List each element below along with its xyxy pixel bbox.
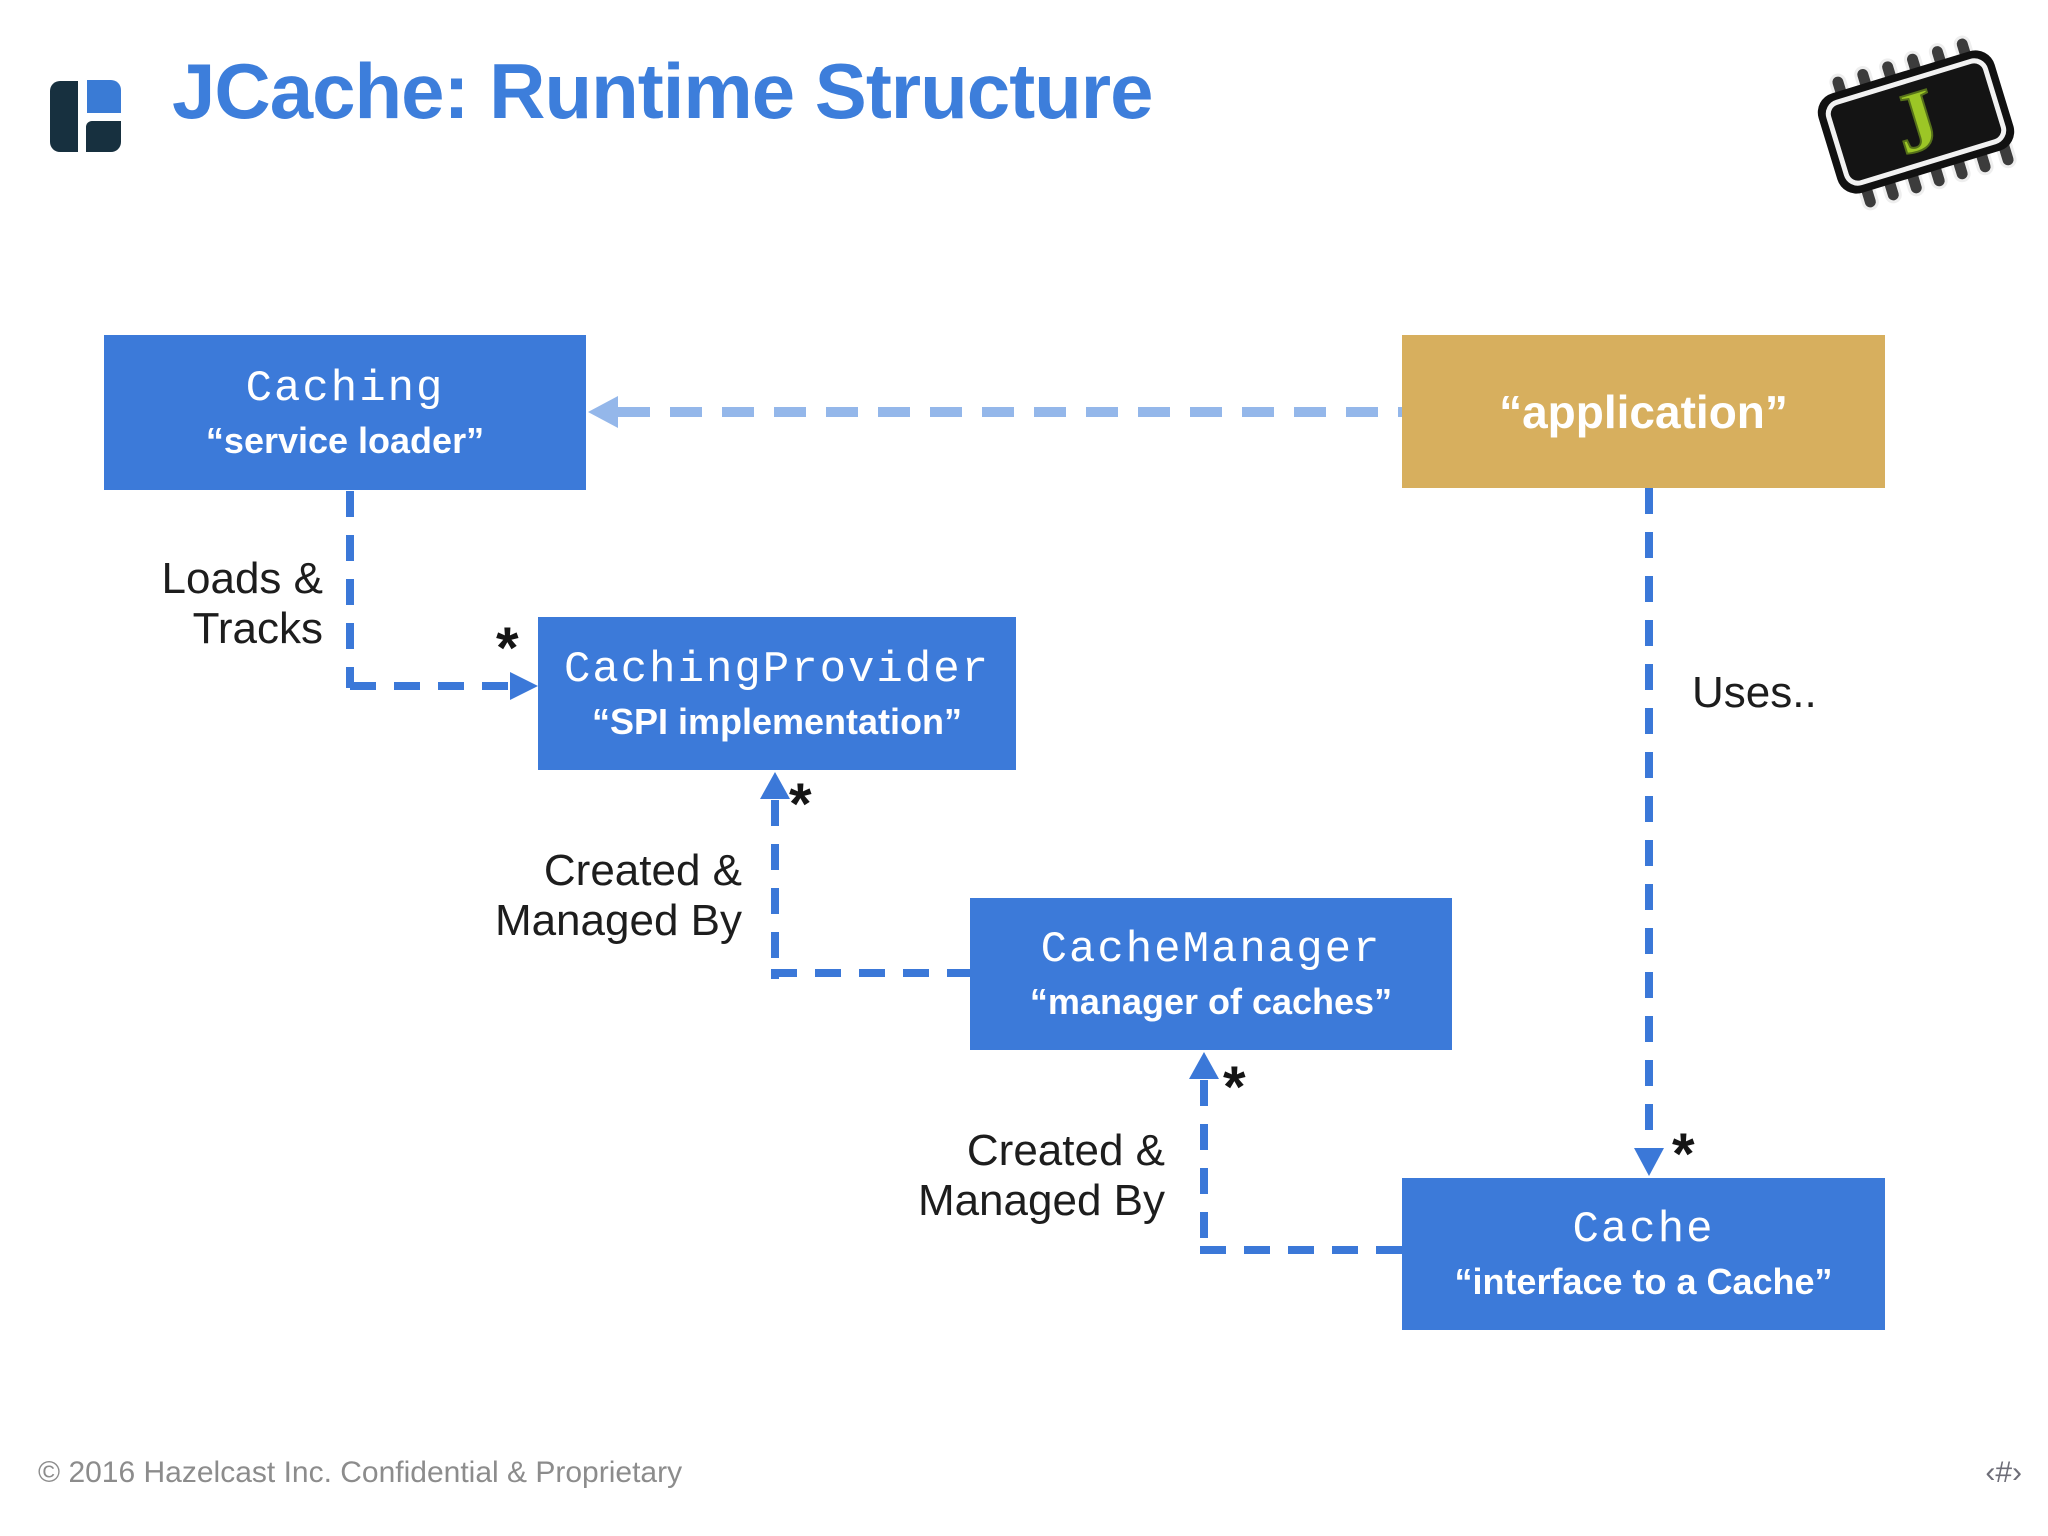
arrowhead-up-cache-to-manager (1189, 1052, 1219, 1079)
chip-body-ring (1825, 58, 2007, 186)
node-caching-title: Caching (245, 363, 445, 414)
multiplicity-star-cache-top: * (1672, 1122, 1695, 1187)
edge-label-created-managed-1-line2: Managed By (494, 896, 742, 945)
node-cache-title: Cache (1572, 1205, 1715, 1255)
edge-label-created-managed-1-line1: Created & (543, 846, 742, 895)
hazelcast-logo-icon (50, 80, 122, 153)
edge-caching-to-provider-v (346, 491, 354, 688)
edge-label-uses: Uses.. (1692, 668, 1817, 717)
footer-copyright: © 2016 Hazelcast Inc. Confidential & Pro… (38, 1456, 683, 1489)
arrowhead-right-caching-to-provider (510, 672, 538, 700)
node-application-title: “application” (1499, 385, 1788, 438)
node-cache-manager-subtitle: “manager of caches” (1029, 981, 1393, 1022)
node-cache: Cache “interface to a Cache” (1402, 1178, 1885, 1330)
edge-app-to-cache-v (1645, 488, 1653, 1146)
footer-page-number: ‹#› (1985, 1456, 2022, 1489)
node-cache-manager-title: CacheManager (1040, 925, 1382, 975)
edge-cache-to-manager-h (1200, 1246, 1402, 1254)
edge-manager-to-provider-v (771, 800, 779, 979)
arrowhead-down-app-to-cache (1634, 1148, 1664, 1176)
node-caching-provider-subtitle: “SPI implementation” (591, 700, 963, 742)
edge-label-created-managed-2: Created & Managed By (835, 1126, 1165, 1226)
node-caching: Caching “service loader” (104, 335, 586, 490)
edge-label-created-managed-2-line2: Managed By (917, 1176, 1165, 1225)
edge-cache-to-manager-v (1200, 1080, 1208, 1254)
multiplicity-star-manager-bottom: * (1223, 1055, 1246, 1120)
edge-label-loads-tracks-line2: Tracks (192, 604, 323, 653)
edge-app-to-caching (618, 407, 1402, 417)
hazelcast-logo-bar (50, 81, 78, 152)
node-application: “application” (1402, 335, 1885, 488)
multiplicity-star-provider-left: * (496, 616, 519, 681)
arrowhead-left-app-to-caching (588, 396, 618, 428)
node-cache-manager: CacheManager “manager of caches” (970, 898, 1452, 1050)
hazelcast-logo-square-dark (86, 121, 121, 152)
edge-caching-to-provider-h (350, 682, 512, 690)
arrowhead-up-manager-to-provider (760, 772, 790, 799)
node-caching-provider: CachingProvider “SPI implementation” (538, 617, 1016, 770)
jcache-chip-logo-icon: J (1817, 35, 2017, 211)
node-caching-provider-title: CachingProvider (563, 644, 991, 695)
edge-label-created-managed-1: Created & Managed By (412, 846, 742, 946)
edge-label-created-managed-2-line1: Created & (966, 1126, 1165, 1175)
node-cache-subtitle: “interface to a Cache” (1454, 1261, 1833, 1302)
edge-label-loads-tracks: Loads & Tracks (83, 554, 323, 654)
hazelcast-logo-square-blue (87, 80, 121, 113)
page-title: JCache: Runtime Structure (172, 47, 1154, 135)
edge-manager-to-provider-h (771, 969, 970, 977)
multiplicity-star-provider-bottom: * (789, 772, 812, 837)
node-caching-subtitle: “service loader” (205, 419, 485, 461)
edge-label-loads-tracks-line1: Loads & (161, 554, 323, 603)
